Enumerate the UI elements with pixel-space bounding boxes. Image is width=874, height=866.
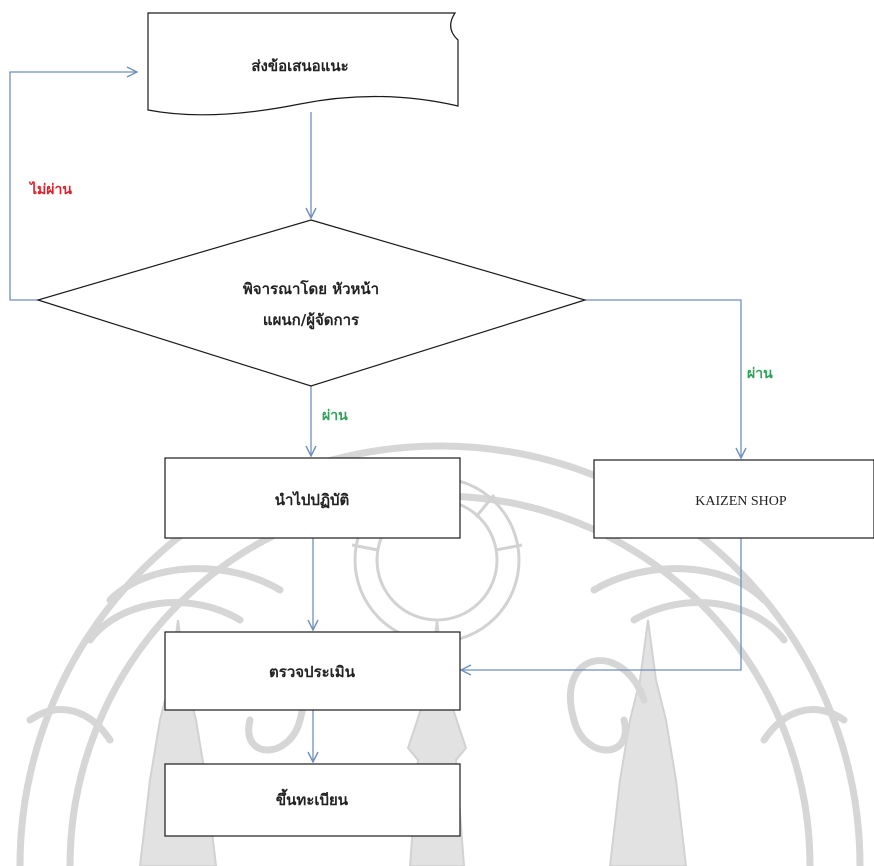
arrow-review-to-kaizen (585, 299, 741, 458)
node-register-label: ขึ้นทะเบียน (276, 788, 349, 809)
edge-label-pass-right: ผ่าน (747, 366, 773, 382)
arrow-kaizen-to-evaluate (461, 538, 742, 670)
node-implement-label: นำไปปฏิบัติ (275, 490, 350, 509)
node-evaluate-label: ตรวจประเมิน (269, 663, 356, 681)
edge-label-fail: ไม่ผ่าน (28, 180, 72, 198)
node-implement: นำไปปฏิบัติ (164, 457, 461, 539)
node-evaluate: ตรวจประเมิน (164, 631, 461, 711)
node-review-label-line2: แผนก/ผู้จัดการ (263, 311, 360, 330)
decision-diamond (35, 219, 588, 387)
document-shape (147, 12, 459, 116)
process-box (164, 631, 461, 711)
node-kaizen-shop-label: KAIZEN SHOP (695, 494, 787, 509)
process-box (164, 457, 461, 539)
process-box (593, 459, 874, 539)
node-submit: ส่งข้อเสนอแนะ (147, 12, 459, 116)
node-review: พิจารณาโดย หัวหน้า แผนก/ผู้จัดการ (35, 219, 588, 387)
connectors (9, 72, 742, 762)
arrow-fail-loop (9, 72, 137, 301)
edge-label-pass-down: ผ่าน (322, 408, 348, 424)
node-kaizen-shop: KAIZEN SHOP (593, 459, 874, 539)
node-review-label-line1: พิจารณาโดย หัวหน้า (243, 279, 379, 298)
node-register: ขึ้นทะเบียน (164, 763, 461, 837)
process-box (164, 763, 461, 837)
node-submit-label: ส่งข้อเสนอแนะ (251, 57, 348, 75)
